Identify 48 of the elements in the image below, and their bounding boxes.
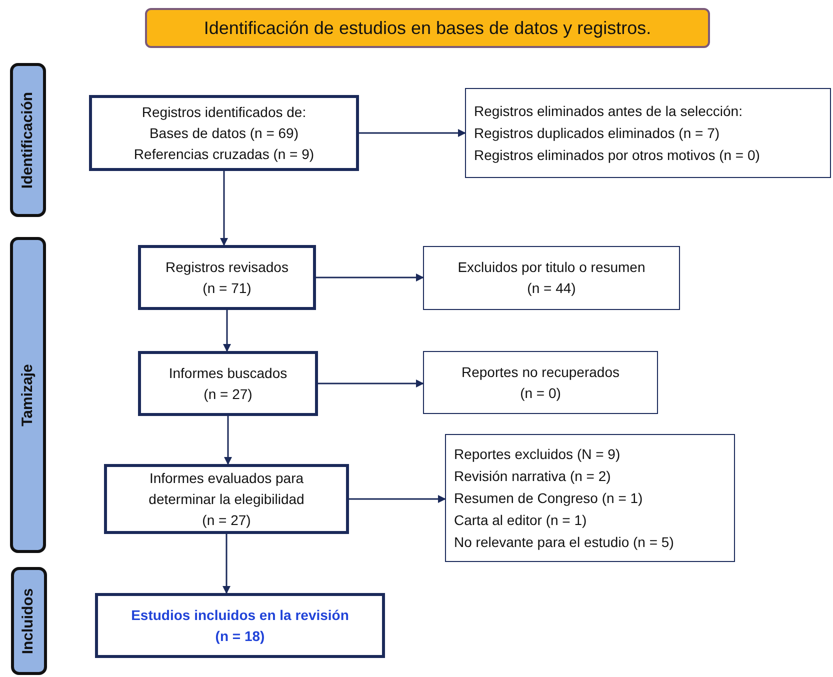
box-text: Registros eliminados por otros motivos (n = 0) (474, 146, 760, 165)
phase-label: Tamizaje (18, 364, 37, 426)
box-text: Reportes excluidos (N = 9) (454, 445, 620, 464)
process-box (138, 351, 318, 416)
exclusion-box (465, 88, 831, 178)
box-text: (n = 0) (520, 384, 561, 403)
arrow (222, 534, 230, 594)
box-text: Registros identificados de: (142, 102, 306, 122)
arrow (318, 380, 424, 388)
arrow (349, 495, 446, 503)
box-text: Registros eliminados antes de la selección: (474, 102, 742, 121)
process-box (104, 464, 349, 534)
phase-band (10, 237, 46, 553)
box-text: Bases de datos (n = 69) (149, 124, 299, 143)
box-text: (n = 71) (202, 278, 252, 298)
box-text: Registros revisados (166, 258, 288, 277)
phase-label: Identificación (18, 92, 37, 188)
box-text: Referencias cruzadas (n = 9) (134, 144, 314, 164)
box-text: Estudios incluidos en la revisión (131, 606, 349, 624)
phase-band (11, 567, 47, 675)
process-box (138, 245, 316, 310)
box-text: Excluidos por titulo o resumen (458, 258, 646, 277)
exclusion-box (445, 434, 735, 562)
box-text: No relevante para el estudio (n = 5) (454, 533, 674, 552)
box-text: Informes buscados (168, 364, 288, 382)
process-box (89, 95, 359, 171)
box-text: Registros duplicados eliminados (n = 7) (474, 124, 720, 143)
box-text: (n = 18) (215, 626, 265, 646)
box-text: Reportes no recuperados (462, 362, 620, 382)
box-text: Informes evaluados para determinar la elegibilidad (148, 468, 306, 509)
box-text: (n = 27) (204, 384, 252, 404)
arrow (316, 274, 424, 282)
arrow (220, 171, 228, 246)
result-box (95, 593, 385, 658)
phase-label: Incluidos (18, 588, 38, 654)
box-text: (n = 44) (527, 279, 576, 298)
box-text: Resumen de Congreso (n = 1) (454, 489, 643, 508)
title-banner (145, 8, 710, 48)
arrow (224, 416, 232, 465)
box-text: Carta al editor (n = 1) (454, 511, 587, 530)
arrow (223, 310, 231, 352)
phase-band (10, 63, 46, 217)
box-text: Revisión narrativa (n = 2) (454, 467, 611, 486)
box-text: (n = 27) (202, 510, 251, 530)
box-text: Identificación de estudios en bases de datos y registros. (204, 16, 652, 40)
exclusion-box (423, 246, 680, 310)
exclusion-box (423, 351, 658, 414)
arrow (359, 129, 466, 137)
